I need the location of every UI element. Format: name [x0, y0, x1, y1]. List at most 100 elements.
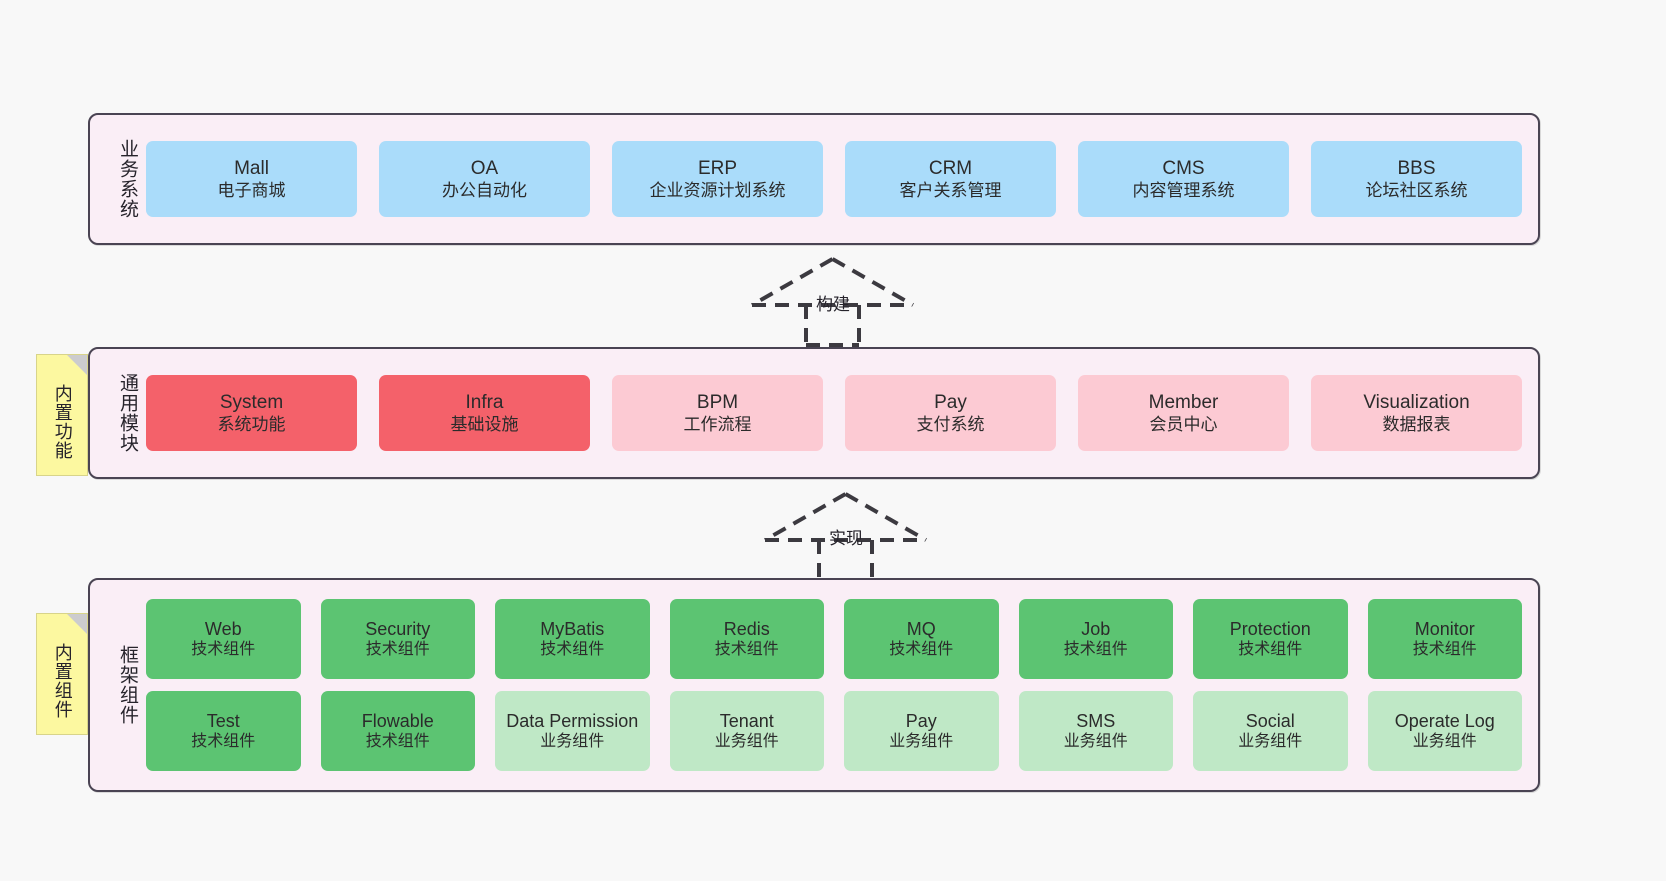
card-title: Job: [1081, 618, 1111, 639]
card-title: Mall: [234, 157, 269, 179]
sticky-note-label: 内置组件: [52, 643, 73, 719]
card-security[interactable]: Security 技术组件: [320, 599, 475, 679]
card-system[interactable]: System 系统功能: [146, 375, 357, 451]
card-mall[interactable]: Mall 电子商城: [146, 141, 357, 217]
card-mybatis[interactable]: MyBatis 技术组件: [495, 599, 650, 679]
card-infra[interactable]: Infra 基础设施: [379, 375, 590, 451]
card-web[interactable]: Web 技术组件: [146, 599, 301, 679]
card-title: MyBatis: [540, 618, 605, 639]
card-title: OA: [470, 157, 499, 179]
layer-body-business: Mall 电子商城 OA 办公自动化 ERP 企业资源计划系统 CRM 客户关系…: [138, 141, 1538, 217]
card-title: Visualization: [1363, 391, 1470, 413]
card-title: Security: [365, 618, 431, 639]
layer-title-common: 通用模块: [117, 373, 138, 453]
card-title: Web: [204, 618, 242, 639]
card-title: Redis: [723, 618, 770, 639]
card-title: SMS: [1076, 710, 1116, 731]
card-bpm[interactable]: BPM 工作流程: [612, 375, 823, 451]
card-mq[interactable]: MQ 技术组件: [844, 599, 999, 679]
card-row: Test 技术组件 Flowable 技术组件 Data Permission …: [146, 691, 1522, 771]
card-subtitle: 技术组件: [365, 733, 430, 751]
card-row: Mall 电子商城 OA 办公自动化 ERP 企业资源计划系统 CRM 客户关系…: [146, 141, 1522, 217]
connector-build-label: 构建: [816, 295, 850, 314]
card-social[interactable]: Social 业务组件: [1193, 691, 1348, 771]
card-subtitle: 系统功能: [217, 415, 286, 435]
card-sms[interactable]: SMS 业务组件: [1018, 691, 1173, 771]
card-visualization[interactable]: Visualization 数据报表: [1311, 375, 1522, 451]
card-title: CMS: [1162, 157, 1205, 179]
card-subtitle: 技术组件: [540, 641, 605, 659]
layer-title-framework: 框架组件: [117, 645, 138, 725]
connector-implement-label: 实现: [829, 529, 863, 548]
card-operate-log[interactable]: Operate Log 业务组件: [1367, 691, 1522, 771]
sticky-note-builtin-components: 内置组件: [36, 613, 88, 735]
card-subtitle: 会员中心: [1149, 415, 1218, 435]
card-subtitle: 内容管理系统: [1132, 181, 1235, 201]
card-subtitle: 技术组件: [365, 641, 430, 659]
card-subtitle: 客户关系管理: [899, 181, 1002, 201]
card-subtitle: 办公自动化: [442, 181, 527, 201]
card-title: BBS: [1397, 157, 1436, 179]
card-subtitle: 业务组件: [540, 733, 605, 751]
card-erp[interactable]: ERP 企业资源计划系统: [612, 141, 823, 217]
card-title: BPM: [696, 391, 739, 413]
card-subtitle: 支付系统: [916, 415, 985, 435]
layer-title-business: 业务系统: [117, 139, 138, 219]
card-subtitle: 论坛社区系统: [1365, 181, 1468, 201]
card-title: Protection: [1229, 618, 1311, 639]
card-crm[interactable]: CRM 客户关系管理: [845, 141, 1056, 217]
layer-body-framework: Web 技术组件 Security 技术组件 MyBatis 技术组件 Redi…: [138, 599, 1538, 771]
card-subtitle: 技术组件: [714, 641, 779, 659]
card-subtitle: 工作流程: [683, 415, 752, 435]
card-subtitle: 技术组件: [889, 641, 954, 659]
card-title: Test: [206, 710, 240, 731]
card-title: MQ: [906, 618, 936, 639]
card-title: Infra: [465, 391, 504, 413]
card-subtitle: 业务组件: [1412, 733, 1477, 751]
layer-body-common: System 系统功能 Infra 基础设施 BPM 工作流程 Pay 支付系统…: [138, 375, 1538, 451]
sticky-note-builtin-features: 内置功能: [36, 354, 88, 476]
card-subtitle: 技术组件: [1412, 641, 1477, 659]
card-cms[interactable]: CMS 内容管理系统: [1078, 141, 1289, 217]
card-subtitle: 业务组件: [1063, 733, 1128, 751]
card-pay-business[interactable]: Pay 业务组件: [844, 691, 999, 771]
card-title: Tenant: [719, 710, 774, 731]
card-title: Data Permission: [506, 710, 639, 731]
card-subtitle: 企业资源计划系统: [649, 181, 786, 201]
card-subtitle: 电子商城: [217, 181, 286, 201]
card-title: CRM: [928, 157, 973, 179]
card-job[interactable]: Job 技术组件: [1018, 599, 1173, 679]
folded-corner-icon: [67, 355, 87, 375]
card-subtitle: 业务组件: [889, 733, 954, 751]
card-title: ERP: [697, 157, 738, 179]
card-title: Member: [1148, 391, 1219, 413]
card-subtitle: 技术组件: [1063, 641, 1128, 659]
connector-build-arrow: [745, 255, 920, 347]
folded-corner-icon: [67, 614, 87, 634]
card-flowable[interactable]: Flowable 技术组件: [320, 691, 475, 771]
card-subtitle: 技术组件: [191, 733, 256, 751]
card-title: Monitor: [1414, 618, 1475, 639]
card-protection[interactable]: Protection 技术组件: [1193, 599, 1348, 679]
card-oa[interactable]: OA 办公自动化: [379, 141, 590, 217]
card-title: Social: [1245, 710, 1295, 731]
layer-framework-components: 框架组件 Web 技术组件 Security 技术组件 MyBatis 技术组件…: [88, 578, 1540, 792]
card-subtitle: 技术组件: [191, 641, 256, 659]
card-subtitle: 技术组件: [1238, 641, 1303, 659]
card-monitor[interactable]: Monitor 技术组件: [1367, 599, 1522, 679]
card-test[interactable]: Test 技术组件: [146, 691, 301, 771]
card-tenant[interactable]: Tenant 业务组件: [669, 691, 824, 771]
generalization-arrow-icon: [751, 257, 914, 347]
card-subtitle: 数据报表: [1382, 415, 1451, 435]
card-title: Pay: [905, 710, 937, 731]
card-data-permission[interactable]: Data Permission 业务组件: [495, 691, 650, 771]
layer-common-modules: 通用模块 System 系统功能 Infra 基础设施 BPM 工作流程 Pay…: [88, 347, 1540, 479]
card-member[interactable]: Member 会员中心: [1078, 375, 1289, 451]
card-title: Flowable: [361, 710, 434, 731]
card-title: Pay: [934, 391, 967, 413]
card-bbs[interactable]: BBS 论坛社区系统: [1311, 141, 1522, 217]
layer-business-systems: 业务系统 Mall 电子商城 OA 办公自动化 ERP 企业资源计划系统 CRM…: [88, 113, 1540, 245]
card-redis[interactable]: Redis 技术组件: [669, 599, 824, 679]
card-pay[interactable]: Pay 支付系统: [845, 375, 1056, 451]
